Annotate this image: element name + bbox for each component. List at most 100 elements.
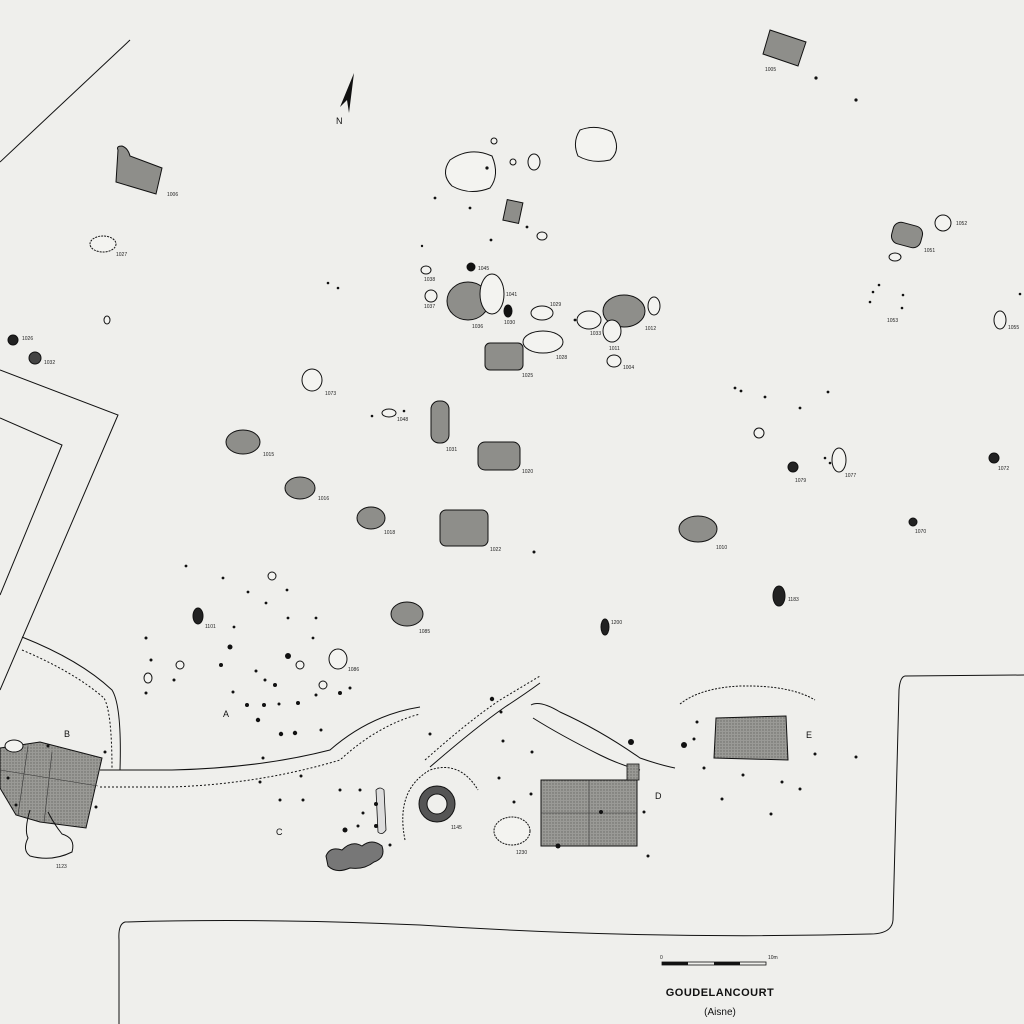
pit-1072 <box>988 452 1000 464</box>
boundary-excavation-edge <box>118 674 1024 1024</box>
label-1041: 1041 <box>506 292 517 298</box>
pit-1085 <box>390 601 424 627</box>
pit-1028 <box>522 330 564 354</box>
north-label: N <box>336 116 343 126</box>
structure-d-annex <box>626 763 640 781</box>
ditch-ring-c <box>402 767 479 841</box>
pit-large-north <box>445 151 496 192</box>
pit-1032 <box>28 351 42 365</box>
map-title: GOUDELANCOURT <box>666 987 775 999</box>
pit-1048 <box>381 408 397 418</box>
pit-1041 <box>479 273 505 315</box>
ring-1145 <box>418 785 456 823</box>
label-1005: 1005 <box>765 67 776 73</box>
pit-1030-box <box>502 198 524 225</box>
pit-1022 <box>439 509 489 547</box>
pit-1200 <box>600 618 610 636</box>
pit-1012-b <box>647 296 661 316</box>
label-1048: 1048 <box>397 417 408 423</box>
label-1020: 1020 <box>522 469 533 475</box>
pit-1006 <box>115 145 163 195</box>
label-1025: 1025 <box>522 373 533 379</box>
pit-1123 <box>24 809 74 859</box>
pit-1053-b <box>888 252 902 262</box>
label-1052: 1052 <box>956 221 967 227</box>
ditch-west-inner <box>21 649 113 771</box>
label-1070: 1070 <box>915 529 926 535</box>
boundary-diagonal-top-left <box>0 39 131 163</box>
pit-1029 <box>530 305 554 321</box>
ditch-north-central <box>424 675 541 761</box>
pit-circle-a <box>267 571 277 581</box>
label-1033: 1033 <box>590 331 601 337</box>
label-1045: 1045 <box>478 266 489 272</box>
label-1183: 1183 <box>788 597 799 603</box>
scale-bar-fill-b <box>714 962 740 965</box>
boundary-frame-outer <box>0 369 119 691</box>
label-1015: 1015 <box>263 452 274 458</box>
label-1026: 1026 <box>22 336 33 342</box>
ditch-causeway-inner <box>100 713 421 788</box>
structure-b-grid <box>0 745 99 824</box>
label-1200: 1200 <box>611 620 622 626</box>
label-1073: 1073 <box>325 391 336 397</box>
label-1145: 1145 <box>451 825 462 831</box>
north-arrow: N <box>336 73 354 126</box>
outline-pits <box>4 126 1007 846</box>
pit-1026 <box>7 334 19 346</box>
label-1079: 1079 <box>795 478 806 484</box>
map-subtitle: (Aisne) <box>704 1007 736 1018</box>
cluster-c-elongated <box>375 787 387 834</box>
pit-1030 <box>503 304 513 318</box>
ring-1145-inner <box>426 793 448 815</box>
pit-west-small <box>103 315 111 325</box>
label-1055: 1055 <box>1008 325 1019 331</box>
structure-e <box>713 715 789 761</box>
pit-1037 <box>424 289 438 303</box>
pit-1183 <box>772 585 786 607</box>
scale-end-label: 10m <box>768 955 778 961</box>
pit-1051 <box>890 221 924 249</box>
pit-circle-e <box>295 660 305 670</box>
label-1012: 1012 <box>645 326 656 332</box>
label-1018: 1018 <box>384 530 395 536</box>
pit-1101 <box>192 607 204 625</box>
label-1016: 1016 <box>318 496 329 502</box>
label-1036: 1036 <box>472 324 483 330</box>
label-1053: 1053 <box>887 318 898 324</box>
label-1022: 1022 <box>490 547 501 553</box>
pit-1073 <box>301 368 323 392</box>
pit-1055 <box>993 310 1007 330</box>
label-1077: 1077 <box>845 473 856 479</box>
label-1032: 1032 <box>44 360 55 366</box>
pit-north-small-b <box>536 231 548 241</box>
ditch-e-arc <box>679 685 816 705</box>
pit-1086 <box>328 648 348 670</box>
pit-1005 <box>762 29 807 67</box>
site-boundaries <box>0 39 1024 1024</box>
scale-bar-fill-a <box>662 962 688 965</box>
label-1086: 1086 <box>348 667 359 673</box>
pit-circle-c <box>175 660 185 670</box>
pit-1038 <box>420 265 432 275</box>
pit-1033 <box>576 310 602 330</box>
label-1029: 1029 <box>550 302 561 308</box>
label-1038: 1038 <box>424 277 435 283</box>
scale-bar: 0 10m <box>660 955 778 966</box>
pit-1012 <box>602 294 646 328</box>
zone-label-c: C <box>276 827 283 837</box>
label-1123: 1123 <box>56 864 67 870</box>
pit-1010 <box>678 515 718 543</box>
post-holes <box>6 76 1022 858</box>
pit-north-east <box>574 126 617 162</box>
pit-north-small-c <box>490 137 498 145</box>
ditch-d-arm <box>530 703 676 771</box>
pit-1045 <box>466 262 476 272</box>
label-1051: 1051 <box>924 248 935 254</box>
pit-circle-d <box>318 680 328 690</box>
pit-1031 <box>430 400 450 444</box>
label-1028: 1028 <box>556 355 567 361</box>
pit-1230 <box>493 816 531 846</box>
pit-1018 <box>356 506 386 530</box>
